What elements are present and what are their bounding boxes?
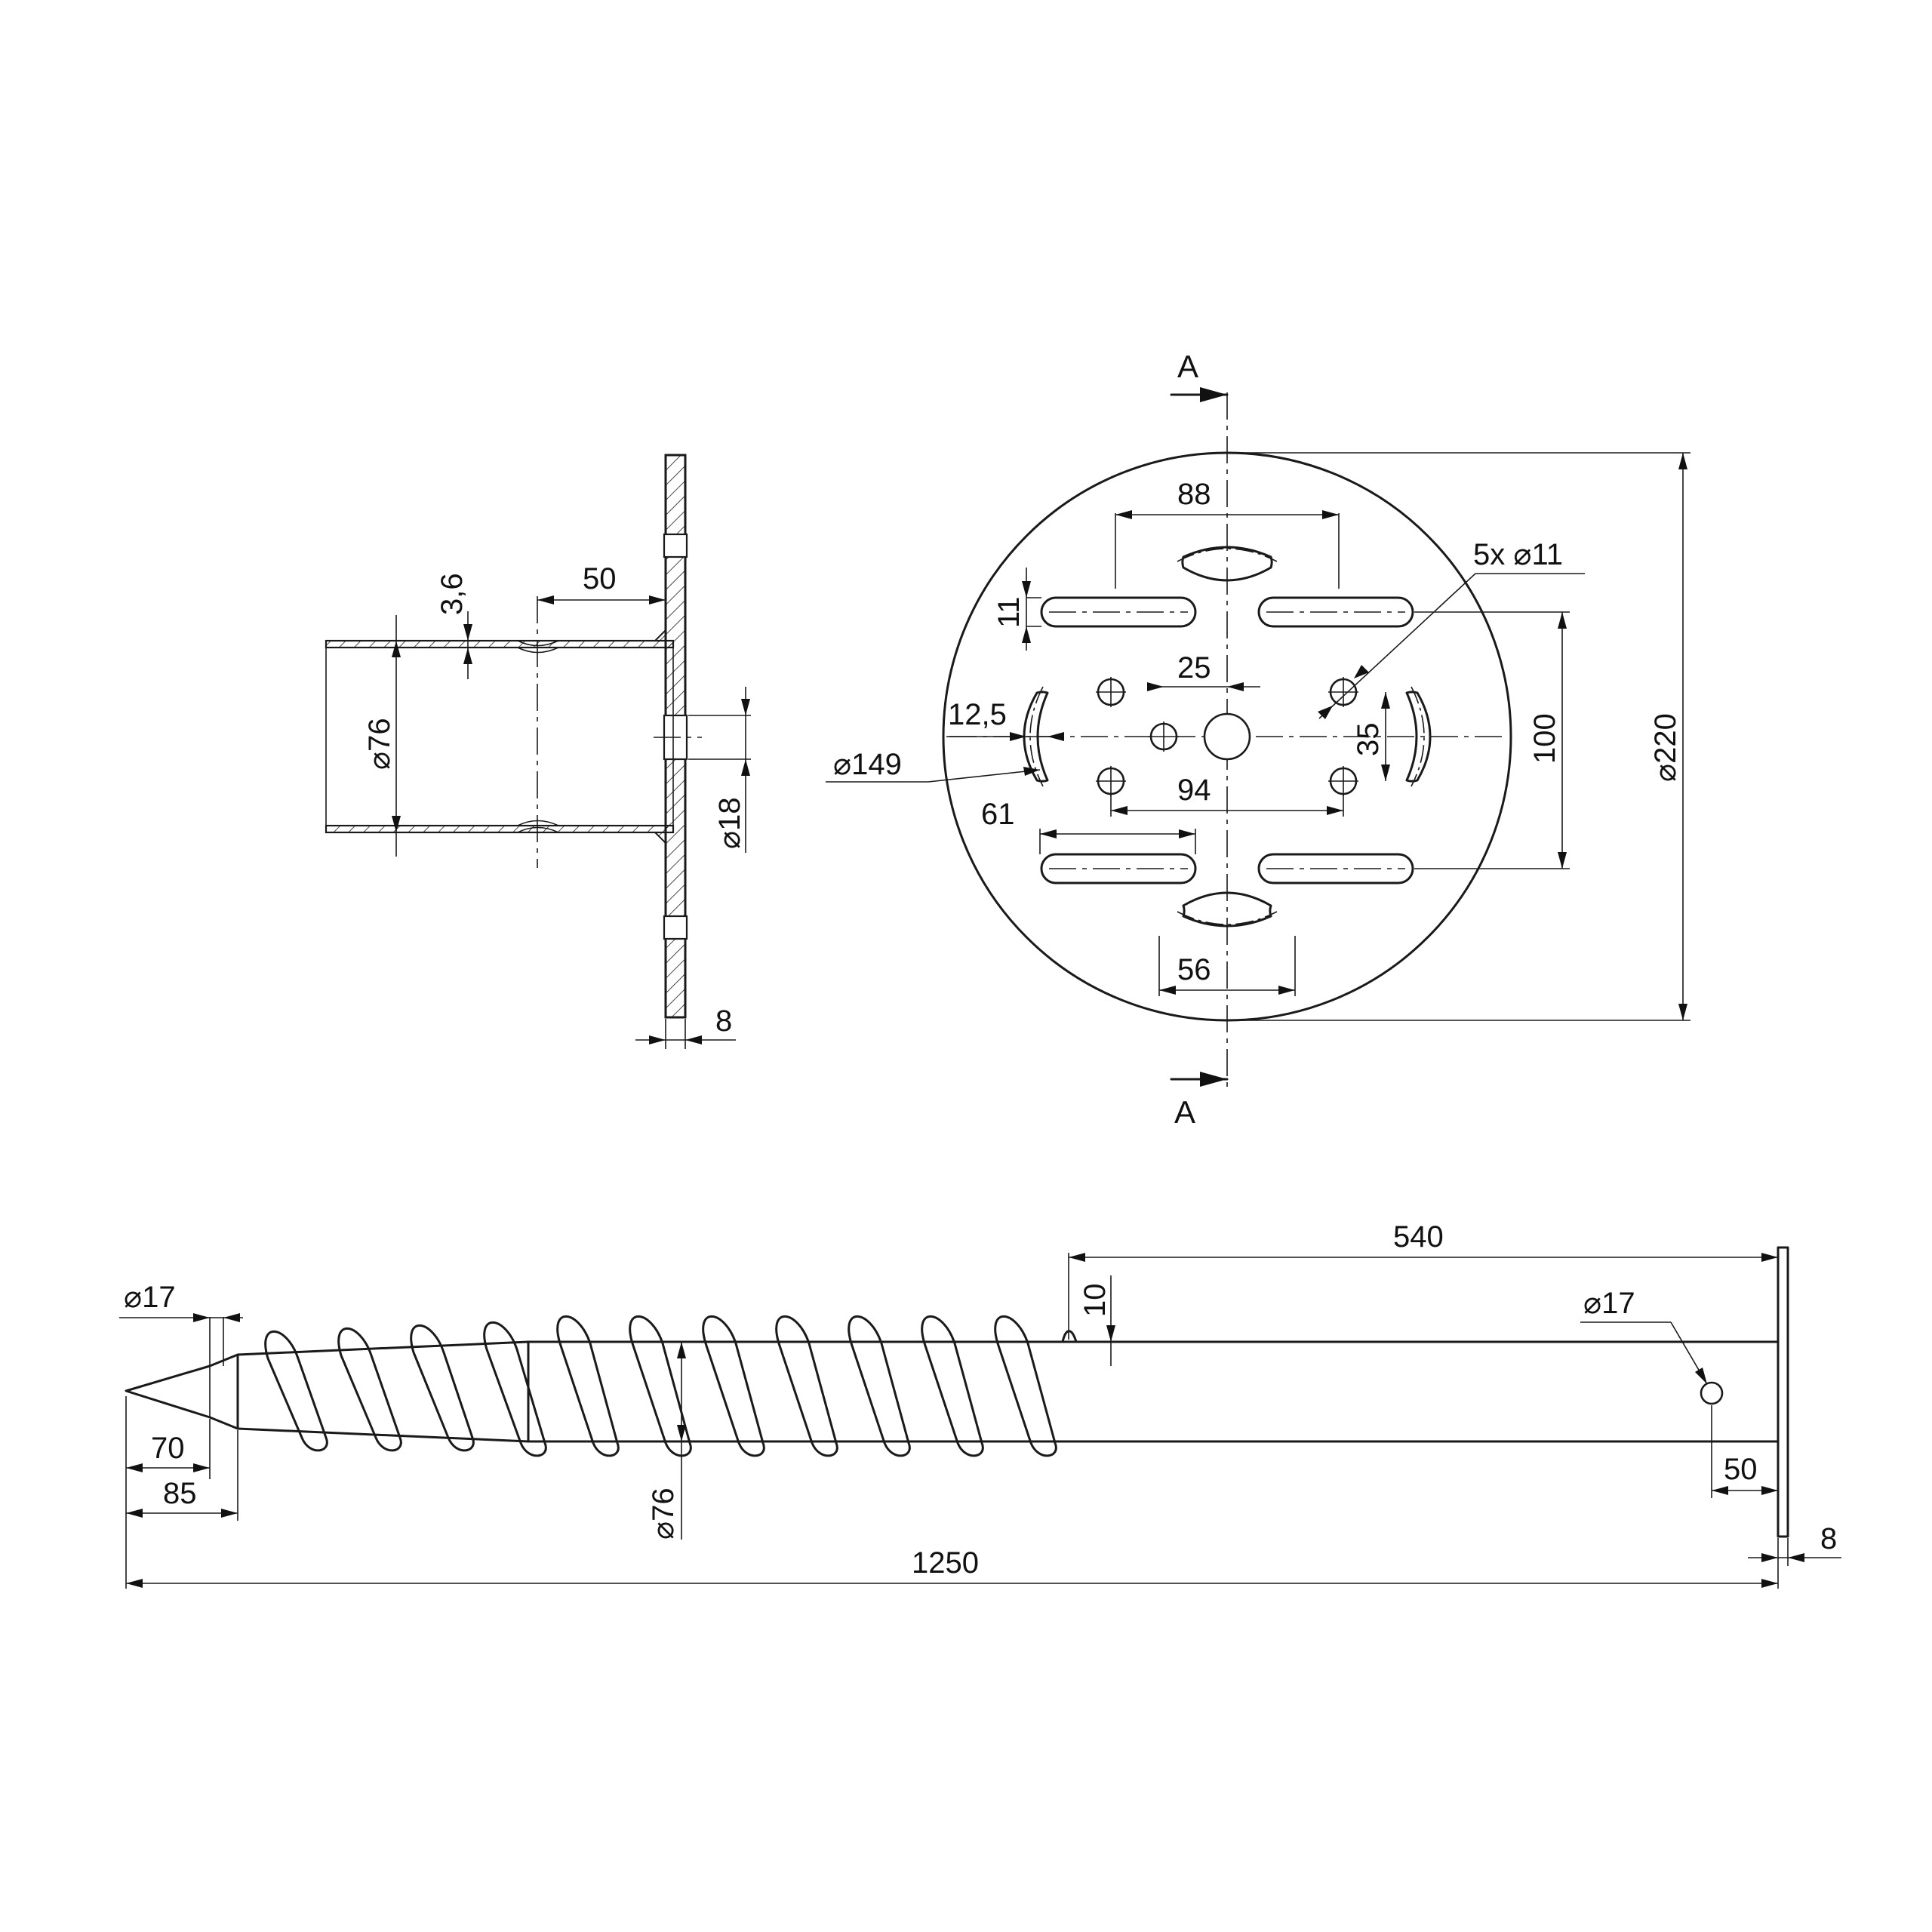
- fillet-top: [653, 628, 666, 641]
- dim-tip-label: ⌀17: [124, 1281, 176, 1314]
- pipe-lower-wall: [325, 824, 675, 834]
- dim-8-arrows: [1761, 1553, 1804, 1562]
- dim-hole-arrows: [741, 699, 750, 776]
- screw-view: ⌀17 70 85 ⌀76 10 540 ⌀17 50: [119, 1220, 1841, 1589]
- callout-149-arrow: [1023, 767, 1040, 776]
- dim-56-arrows: [1159, 986, 1295, 995]
- dim-56-label: 56: [1177, 953, 1211, 986]
- thread-flight-8: [775, 1315, 838, 1457]
- thread-flight-10: [921, 1315, 984, 1457]
- dim-11-label: 11: [992, 596, 1026, 628]
- dim-85-label: 85: [163, 1477, 197, 1510]
- section-arrow-bottom-head: [1200, 1072, 1227, 1087]
- callout-149-label: ⌀149: [833, 748, 902, 781]
- dim-hole-label: ⌀18: [713, 797, 746, 849]
- fillet-bottom: [653, 832, 666, 845]
- dim-10-label: 10: [1078, 1284, 1112, 1318]
- thread-flights: [264, 1315, 1078, 1457]
- dim-10-arrow: [1106, 1325, 1115, 1342]
- dim-1250-label: 1250: [912, 1546, 979, 1580]
- dim-50-label: 50: [1724, 1453, 1758, 1486]
- slot-bottom-right: [1257, 853, 1414, 884]
- thread-flight-9: [848, 1315, 911, 1457]
- curved-slot-left-center: [1029, 686, 1044, 787]
- curved-slot-bottom-center: [1177, 911, 1278, 925]
- curved-slot-top: [1181, 546, 1273, 582]
- dim-pipe-label: ⌀76: [363, 718, 396, 770]
- thread-flight-3: [410, 1324, 475, 1452]
- dim-100-label: 100: [1528, 713, 1561, 764]
- thread-runout: [1061, 1330, 1078, 1343]
- section-view: 3,6 50 ⌀76 ⌀18 8: [325, 454, 751, 1049]
- section-marker-top: A: [1177, 349, 1198, 384]
- plate-hole-2: [663, 915, 688, 940]
- dim-12-5-label: 12,5: [948, 698, 1007, 731]
- dim-8-label: 8: [1820, 1522, 1837, 1555]
- plate-view: A A 88: [826, 349, 1690, 1130]
- thread-flight-2: [337, 1327, 402, 1452]
- curved-slot-left: [1023, 691, 1049, 783]
- center-hole: [1203, 712, 1251, 761]
- thread-flight-6: [629, 1315, 692, 1457]
- dim-11-arrows: [1022, 581, 1031, 643]
- slot-top-right: [1257, 596, 1414, 628]
- dim-540-label: 540: [1393, 1220, 1444, 1254]
- dim-wall-arrows: [463, 624, 472, 664]
- plate-hole-1: [663, 533, 688, 558]
- dim-wall-label: 3,6: [435, 573, 469, 615]
- thread-flight-1: [264, 1330, 328, 1452]
- callout-holes-label: 5x ⌀11: [1473, 538, 1563, 571]
- section-arrow-top-head: [1200, 387, 1227, 402]
- dim-12-5-arrows: [1010, 732, 1064, 741]
- callout-cross-arrow: [1695, 1367, 1707, 1384]
- cross-hole: [1700, 1381, 1724, 1405]
- callout-cross-label: ⌀17: [1583, 1287, 1635, 1320]
- thread-flight-5: [556, 1315, 620, 1457]
- bolt-hole-crosses: [1096, 677, 1358, 796]
- slot-bottom-left: [1040, 853, 1197, 884]
- dim-94-label: 94: [1177, 774, 1211, 807]
- curved-slot-right: [1405, 691, 1432, 783]
- thread-flight-11: [994, 1315, 1057, 1457]
- dim-70-label: 70: [151, 1432, 185, 1465]
- dim-61-label: 61: [981, 798, 1015, 831]
- screw-taper: [236, 1340, 530, 1443]
- callout-holes-arrows: [1318, 665, 1369, 719]
- dim-25-label: 25: [1177, 651, 1211, 685]
- dim-220-label: ⌀220: [1649, 713, 1682, 782]
- thread-flight-4: [483, 1321, 547, 1457]
- callout-holes-leader: [1318, 573, 1476, 719]
- dim-50-arrows: [1712, 1486, 1778, 1495]
- slot-top-left: [1040, 596, 1197, 628]
- callout-149-leader: [928, 769, 1041, 783]
- dim-plate-label: 8: [715, 1004, 732, 1038]
- curved-slot-right-center: [1411, 686, 1425, 787]
- curved-slot-top-center: [1177, 548, 1278, 562]
- curved-slot-bottom: [1182, 891, 1272, 928]
- dim-offset-label: 50: [583, 562, 617, 595]
- section-marker-bottom: A: [1174, 1094, 1195, 1130]
- pipe-upper-wall: [325, 639, 675, 649]
- dim-61-arrows: [1040, 829, 1195, 838]
- dim-tip-arrows: [193, 1313, 240, 1322]
- screw-tip: [125, 1353, 239, 1430]
- dim-pipe-label: ⌀76: [647, 1487, 680, 1540]
- thread-flight-7: [702, 1315, 765, 1457]
- dim-plate-arrows: [649, 1035, 702, 1044]
- dim-35-label: 35: [1352, 723, 1385, 757]
- screw-flange: [1777, 1246, 1789, 1538]
- dim-88-label: 88: [1177, 478, 1211, 511]
